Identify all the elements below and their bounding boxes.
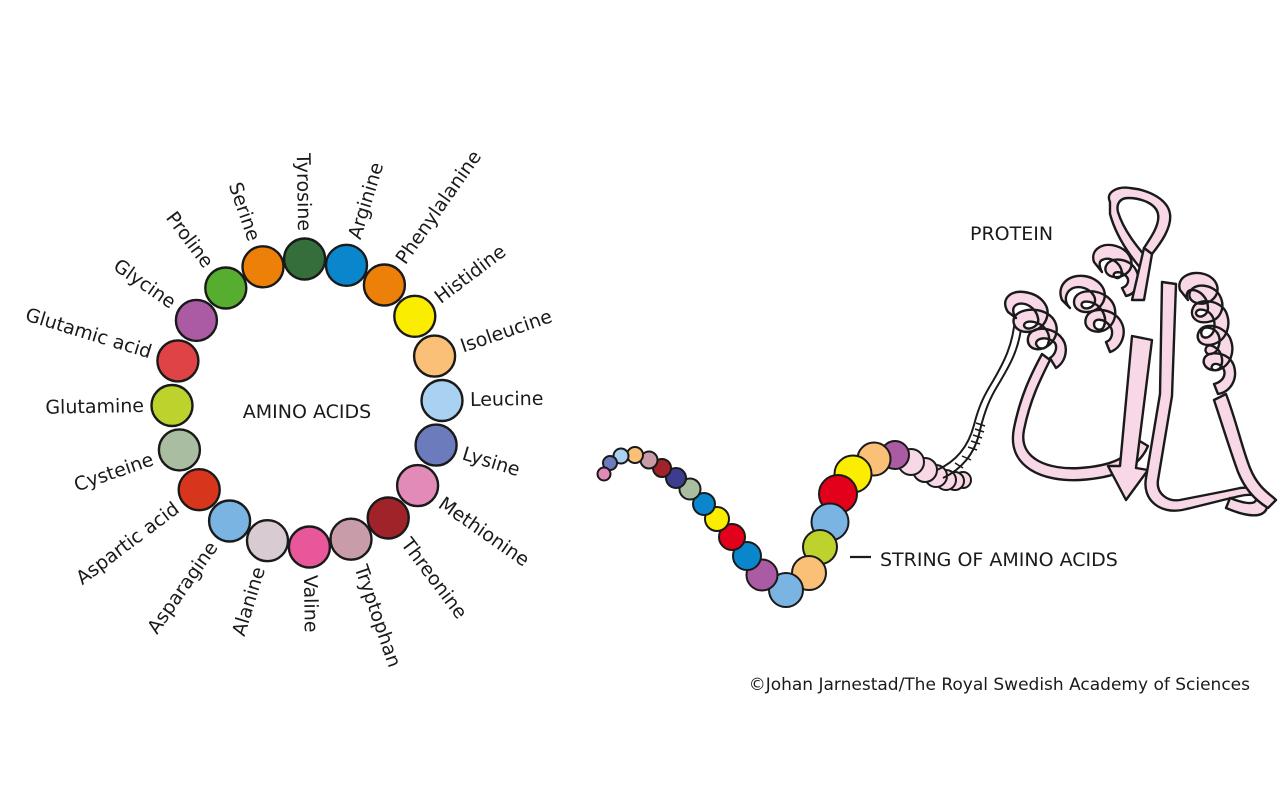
amino-acid-bead — [177, 468, 221, 512]
amino-acid-label: Phenylalanine — [391, 147, 486, 269]
amino-acid-bead — [395, 463, 440, 508]
string-bead — [665, 467, 687, 489]
amino-acid-label: Threonine — [396, 533, 472, 623]
amino-acid-bead — [329, 517, 373, 561]
amino-acid-label: Proline — [161, 208, 217, 273]
amino-acid-label: Asparagine — [143, 538, 222, 638]
amino-acid-label: Arginine — [344, 160, 388, 242]
protein-linker-coil — [936, 317, 1023, 479]
amino-acid-string — [596, 440, 972, 608]
amino-acid-bead — [156, 339, 200, 383]
string-of-amino-acids-label: STRING OF AMINO ACIDS — [880, 549, 1118, 571]
amino-acid-bead — [174, 298, 219, 343]
amino-acid-label: Valine — [299, 575, 322, 633]
amino-acids-title: AMINO ACIDS — [243, 401, 371, 423]
amino-acid-label: Serine — [224, 180, 265, 244]
amino-acid-label: Alanine — [228, 564, 270, 638]
amino-acid-label: Glycine — [109, 255, 180, 314]
amino-acid-label: Aspartic acid — [72, 498, 184, 590]
amino-acid-bead — [414, 423, 458, 467]
string-bead — [692, 492, 716, 516]
amino-acid-bead — [412, 334, 457, 378]
amino-acid-label: Lysine — [460, 443, 523, 481]
amino-acid-label: Isoleucine — [458, 305, 556, 357]
amino-acid-bead — [157, 428, 202, 472]
amino-acid-bead — [324, 243, 369, 287]
amino-acid-label: Tryptophan — [349, 561, 405, 670]
amino-acid-bead — [362, 263, 407, 307]
amino-acid-label: Leucine — [470, 388, 544, 411]
image-credit: ©Johan Jarnestad/The Royal Swedish Acade… — [749, 675, 1250, 695]
amino-acid-bead — [393, 294, 437, 338]
amino-acid-bead — [420, 378, 464, 423]
amino-acid-bead — [150, 383, 194, 428]
amino-acid-bead — [241, 245, 285, 289]
string-bead — [768, 572, 804, 608]
amino-acid-label: Methionine — [434, 493, 533, 572]
amino-acid-bead — [204, 266, 248, 310]
amino-acid-bead — [287, 525, 332, 569]
string-bead — [718, 523, 746, 551]
amino-acid-label: Tyrosine — [292, 152, 315, 231]
string-bead — [596, 466, 612, 482]
amino-acid-label: Histidine — [431, 241, 511, 309]
protein-structure — [1003, 186, 1278, 517]
string-bead — [732, 541, 762, 571]
amino-acid-label: Glutamic acid — [23, 304, 155, 363]
protein-label: PROTEIN — [970, 223, 1053, 245]
amino-acid-label: Cysteine — [71, 449, 156, 497]
amino-acid-bead — [245, 519, 290, 563]
amino-acid-label: Glutamine — [45, 395, 144, 419]
amino-acid-bead — [207, 499, 252, 543]
amino-acid-bead — [366, 496, 410, 540]
amino-acid-bead — [282, 237, 327, 281]
